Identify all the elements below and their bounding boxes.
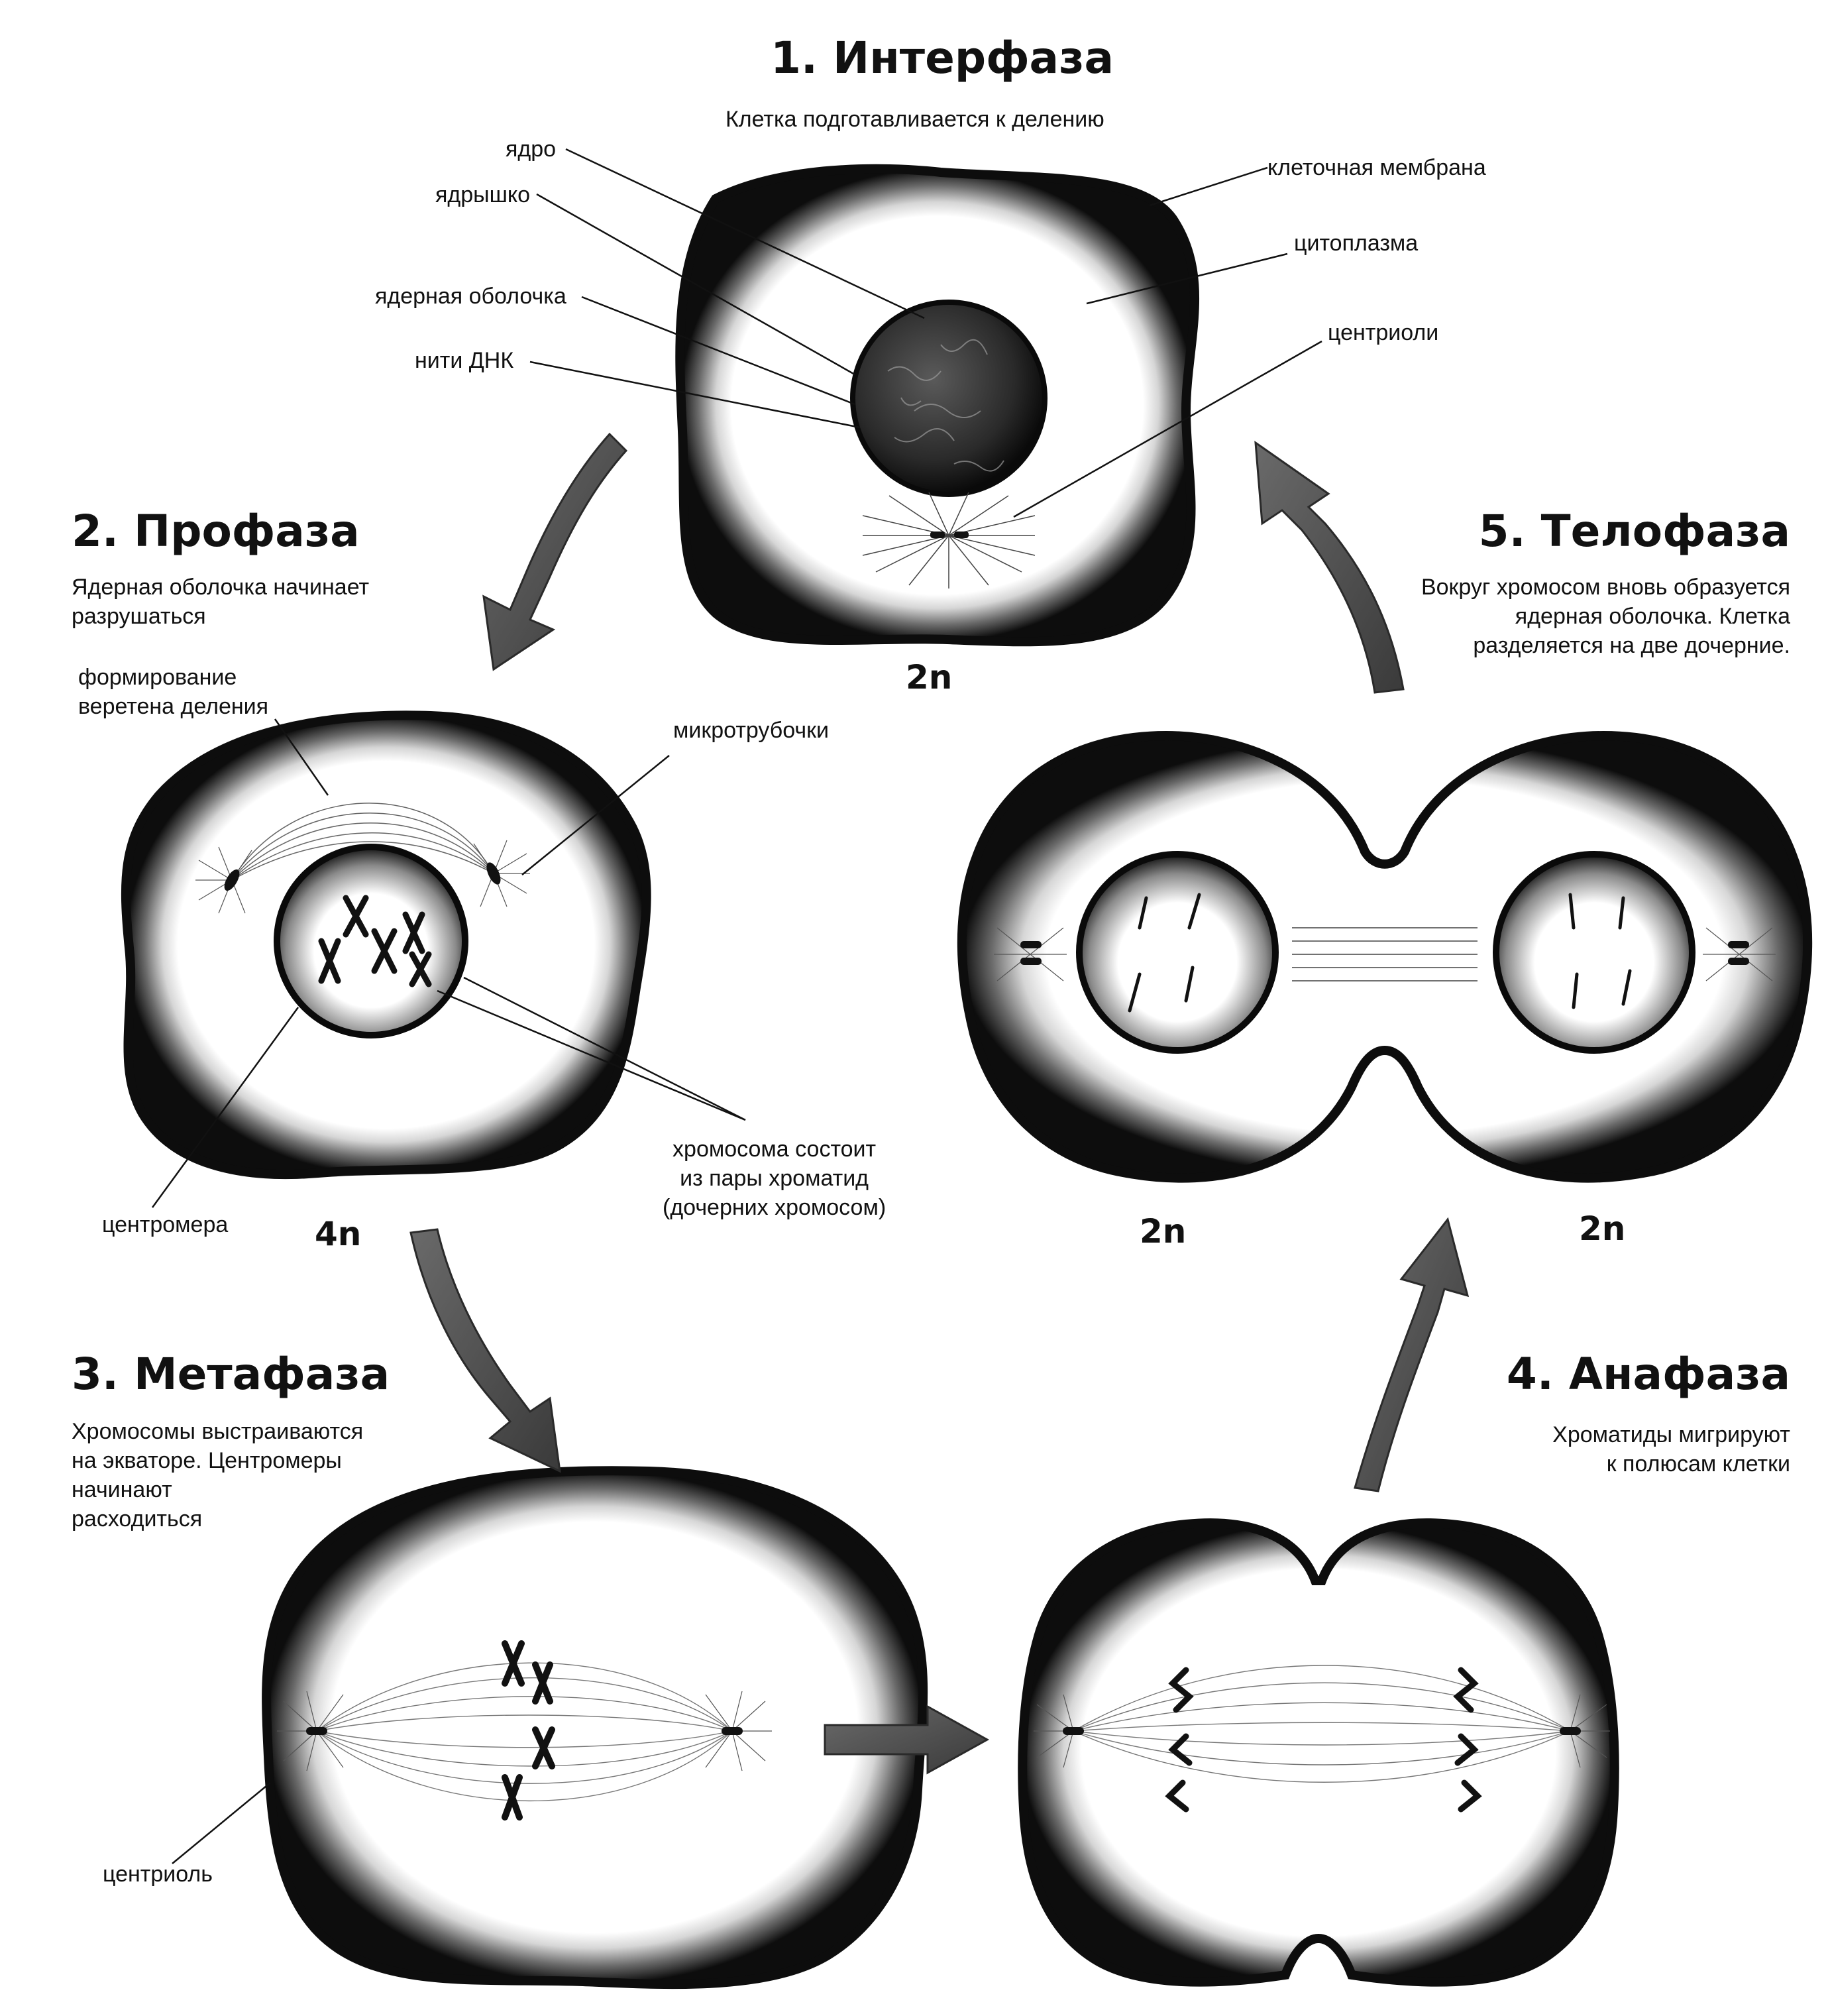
metaphase-leader-lines	[172, 1782, 271, 1864]
centriole	[306, 1727, 327, 1735]
telophase-description-line: ядерная оболочка. Клетка	[1515, 604, 1790, 629]
metaphase-description-line: на экваторе. Центромеры	[72, 1448, 342, 1473]
telophase-asters	[994, 927, 1776, 981]
interphase-ploidy: 2n	[906, 658, 953, 697]
label-dna-threads: нити ДНК	[415, 348, 514, 373]
metaphase-spindle	[316, 1662, 733, 1802]
centriole	[224, 869, 240, 891]
prophase-description: Ядерная оболочка начинает разрушаться	[72, 573, 369, 631]
dna-threads	[887, 339, 1004, 472]
arrow-metaphase-to-anaphase	[824, 1705, 990, 1775]
chromosome-label-line: хромосома состоит	[672, 1137, 877, 1162]
telophase-cells	[957, 730, 1813, 1183]
metaphase-cell-membrane	[262, 1466, 928, 1989]
telophase-left-nucleus	[1076, 851, 1279, 1054]
telophase-description: Вокруг хромосом вновь образуется ядерная…	[1421, 573, 1790, 660]
chromosome-label-line: (дочерних хромосом)	[663, 1195, 887, 1220]
label-chromosome: хромосома состоит из пары хроматид (доче…	[663, 1135, 886, 1222]
telophase-description-line: Вокруг хромосом вновь образуется	[1421, 575, 1790, 600]
anaphase-cell-membrane	[1018, 1518, 1619, 1987]
anaphase-chromatids-left	[1165, 1667, 1194, 1813]
centriole	[1020, 958, 1042, 965]
label-microtubules: микротрубочки	[673, 718, 830, 743]
metaphase-chromosomes	[502, 1640, 555, 1820]
anaphase-chromatids-right	[1453, 1667, 1482, 1813]
spindle-fibers	[231, 803, 494, 881]
centriole	[486, 862, 501, 885]
centriole	[1020, 941, 1042, 948]
arrow-telophase-to-interphase	[1254, 440, 1405, 694]
centriole	[930, 532, 945, 538]
label-centromere: центромера	[102, 1212, 229, 1237]
metaphase-asters	[277, 1691, 772, 1771]
prophase-chromosomes	[318, 895, 432, 987]
interphase-cell	[675, 164, 1200, 647]
spindle-label-line: веретена деления	[78, 694, 269, 719]
label-spindle-formation: формирование веретена деления	[78, 663, 268, 721]
arrow-anaphase-to-telophase	[1354, 1217, 1470, 1492]
label-centrioles: центриоли	[1328, 320, 1439, 345]
arrow-interphase-to-prophase	[482, 432, 628, 671]
centriole	[1728, 958, 1749, 965]
label-centriole: центриоль	[103, 1862, 213, 1887]
metaphase-description: Хромосомы выстраиваются на экваторе. Цен…	[72, 1417, 363, 1534]
centriole	[954, 532, 969, 538]
interphase-leader-lines	[529, 148, 1322, 518]
prophase-nucleus	[274, 844, 468, 1038]
telophase-chromosomes	[1128, 893, 1632, 1013]
anaphase-title: 4. Анафаза	[1506, 1349, 1790, 1400]
anaphase-asters	[1034, 1694, 1610, 1768]
prophase-title: 2. Профаза	[72, 506, 360, 557]
arrow-prophase-to-metaphase	[409, 1228, 561, 1473]
telophase-title: 5. Телофаза	[1478, 506, 1790, 557]
anaphase-description-line: к полюсам клетки	[1606, 1451, 1790, 1477]
label-nucleus: ядро	[506, 137, 557, 162]
anaphase-cell	[1018, 1518, 1619, 1987]
metaphase-cell	[262, 1466, 928, 1989]
centriole	[722, 1727, 743, 1735]
metaphase-description-line: Хромосомы выстраиваются	[72, 1419, 364, 1444]
centriole	[1560, 1727, 1581, 1735]
interphase-centriole-aster	[862, 492, 1036, 588]
chromosome-label-line: из пары хроматид	[680, 1166, 869, 1191]
telophase-right-nucleus	[1493, 851, 1695, 1054]
prophase-ploidy: 4n	[315, 1215, 362, 1253]
prophase-cell	[121, 710, 651, 1180]
interphase-description: Клетка подготавливается к делению	[726, 107, 1104, 132]
telophase-midbody	[1292, 927, 1478, 981]
telophase-description-line: разделяется на две дочерние.	[1473, 633, 1790, 658]
prophase-leader-lines	[151, 718, 746, 1208]
telophase-left-ploidy: 2n	[1140, 1212, 1187, 1251]
spindle-label-line: формирование	[78, 665, 237, 690]
centriole	[1728, 941, 1749, 948]
telophase-cell-membrane	[957, 730, 1813, 1183]
metaphase-description-line: начинают	[72, 1477, 172, 1502]
metaphase-title: 3. Метафаза	[72, 1349, 390, 1400]
label-nucleolus: ядрышко	[435, 182, 531, 207]
prophase-description-line: Ядерная оболочка начинает	[72, 575, 370, 600]
anaphase-description-line: Хроматиды мигрируют	[1552, 1422, 1790, 1447]
cycle-arrows	[409, 432, 1470, 1775]
label-cell-membrane: клеточная мембрана	[1267, 155, 1486, 180]
metaphase-description-line: расходиться	[72, 1506, 203, 1532]
centriole	[1063, 1727, 1084, 1735]
telophase-right-ploidy: 2n	[1579, 1209, 1626, 1248]
prophase-description-line: разрушаться	[72, 604, 206, 629]
prophase-left-aster	[195, 846, 252, 914]
anaphase-spindle	[1073, 1665, 1571, 1783]
anaphase-description: Хроматиды мигрируют к полюсам клетки	[1552, 1420, 1790, 1479]
label-cytoplasm: цитоплазма	[1294, 231, 1419, 256]
interphase-nucleus	[850, 300, 1048, 497]
label-nuclear-envelope: ядерная оболочка	[375, 284, 566, 309]
prophase-right-aster	[473, 840, 530, 907]
interphase-title: 1. Интерфаза	[771, 32, 1114, 84]
